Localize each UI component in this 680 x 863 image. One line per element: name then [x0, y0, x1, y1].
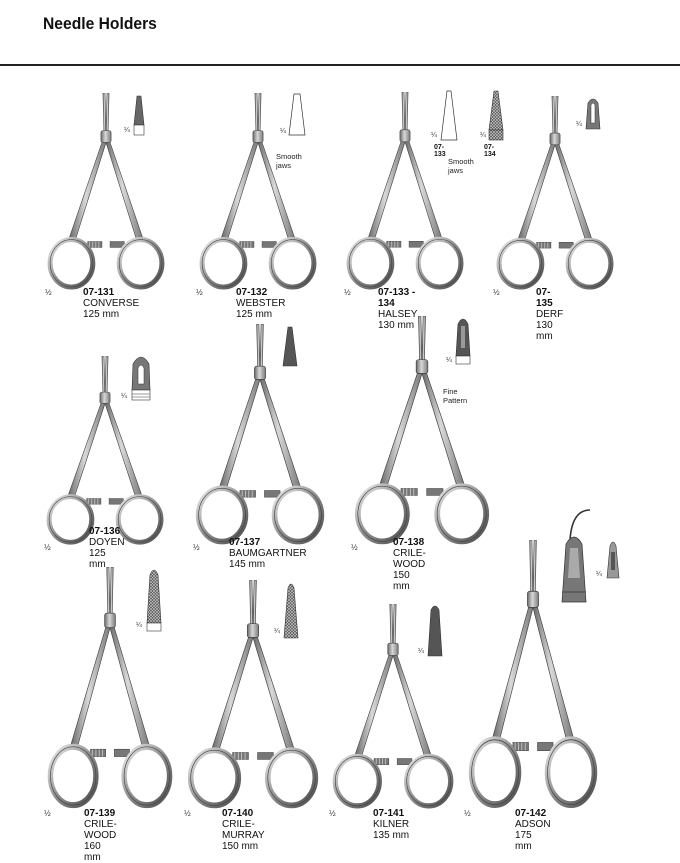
- needle-holder-icon: [193, 324, 327, 546]
- product-name: ADSON: [515, 819, 551, 830]
- product-size: 130 mm: [536, 320, 553, 342]
- tip-scale-label: ¼: [480, 132, 486, 139]
- jaw-tip-smooth-icon: [440, 90, 458, 141]
- product-code: 07-140: [222, 808, 254, 819]
- product-size: 125 mm: [83, 309, 120, 320]
- tip-code-label: 07-134: [484, 144, 496, 158]
- tip-code-label: 07-133: [434, 144, 446, 158]
- needle-holder-icon: [185, 580, 321, 810]
- product-size: 130 mm: [378, 320, 415, 331]
- jaw-tip-icon: [585, 98, 601, 130]
- needle-holder-icon: [45, 93, 167, 291]
- jaw-tip-icon: [146, 569, 162, 632]
- product-code: 07-136: [89, 526, 121, 537]
- product-caption: 07-137 BAUMGARTNER 145 mm: [229, 537, 307, 570]
- product-code: 07-135: [536, 287, 553, 309]
- jaw-tip-icon: [606, 541, 620, 579]
- scale-label: ½: [344, 288, 351, 297]
- product-name: HALSEY: [378, 309, 418, 320]
- page-title: Needle Holders: [43, 14, 157, 33]
- jaw-tip-icon: [283, 583, 299, 639]
- product-caption: 07-141 KILNER 135 mm: [373, 808, 409, 841]
- jaw-tip-icon: [133, 95, 145, 136]
- product-size: 125 mm: [89, 548, 106, 570]
- scale-label: ½: [464, 809, 471, 818]
- product-size: 175 mm: [515, 830, 532, 852]
- product-code: 07-131: [83, 287, 115, 298]
- jaw-tip-icon: [282, 326, 298, 367]
- scale-label: ½: [44, 809, 51, 818]
- product-size: 160 mm: [84, 841, 101, 863]
- tip-scale-label: ¼: [418, 648, 424, 655]
- product-name: CRILE-WOOD: [393, 548, 426, 570]
- scale-label: ½: [44, 543, 51, 552]
- jaw-note: Fine Pattern: [443, 387, 468, 405]
- scale-label: ½: [351, 543, 358, 552]
- product-caption: 07-132 WEBSTER 125 mm: [236, 287, 285, 320]
- scale-label: ½: [184, 809, 191, 818]
- tip-scale-label: ¼: [136, 622, 142, 629]
- product-name: CONVERSE: [83, 298, 140, 309]
- jaw-tip-icon: [455, 318, 471, 365]
- product-size: 125 mm: [236, 309, 273, 320]
- tip-scale-label: ¼: [274, 628, 280, 635]
- tip-scale-label: ¼: [576, 121, 582, 128]
- product-caption: 07-139 CRILE-WOOD 160 mm: [84, 808, 117, 863]
- jaw-tip-icon: [427, 605, 443, 657]
- tip-scale-label: ¼: [596, 571, 602, 578]
- tip-scale-label: ¼: [121, 393, 127, 400]
- product-code: 07-142: [515, 808, 547, 819]
- jaw-tip-serrated-icon: [488, 90, 504, 141]
- title-rule: [0, 64, 680, 66]
- product-code: 07-139: [84, 808, 116, 819]
- jaw-tip-icon: [288, 93, 306, 136]
- jaw-note: Smooth jaws: [448, 157, 474, 175]
- product-size: 135 mm: [373, 830, 410, 841]
- needle-holder-icon: [352, 316, 492, 546]
- jaw-note: Smooth jaws: [276, 152, 302, 170]
- product-name: CRILE-WOOD: [84, 819, 117, 841]
- product-code: 07-138: [393, 537, 425, 548]
- scale-label: ½: [196, 288, 203, 297]
- product-caption: 07-133 - 134 HALSEY 130 mm: [378, 287, 417, 331]
- scale-label: ½: [329, 809, 336, 818]
- product-name: KILNER: [373, 819, 410, 830]
- product-caption: 07-135 DERF 130 mm: [536, 287, 563, 342]
- scale-label: ½: [45, 288, 52, 297]
- tip-scale-label: ¼: [124, 127, 130, 134]
- product-caption: 07-136 DOYEN 125 mm: [89, 526, 125, 570]
- product-size: 150 mm: [222, 841, 259, 852]
- product-caption: 07-140 CRILE-MURRAY 150 mm: [222, 808, 265, 852]
- product-code: 07-141: [373, 808, 405, 819]
- tip-scale-label: ¼: [280, 128, 286, 135]
- product-name: CRILE-MURRAY: [222, 819, 265, 841]
- scale-label: ½: [193, 543, 200, 552]
- product-name: WEBSTER: [236, 298, 286, 309]
- product-code: 07-133 - 134: [378, 287, 416, 309]
- product-name: BAUMGARTNER: [229, 548, 307, 559]
- product-name: DOYEN: [89, 537, 125, 548]
- product-caption: 07-138 CRILE-WOOD 150 mm: [393, 537, 426, 592]
- product-name: DERF: [536, 309, 564, 320]
- jaw-with-needle-icon: [561, 509, 591, 603]
- product-code: 07-132: [236, 287, 268, 298]
- product-size: 145 mm: [229, 559, 266, 570]
- tip-scale-label: ¼: [431, 132, 437, 139]
- product-caption: 07-142 ADSON 175 mm: [515, 808, 551, 852]
- product-size: 150 mm: [393, 570, 410, 592]
- jaw-tip-icon: [131, 356, 151, 401]
- tip-scale-label: ¼: [446, 357, 452, 364]
- scale-label: ½: [493, 288, 500, 297]
- product-code: 07-137: [229, 537, 261, 548]
- product-caption: 07-131 CONVERSE 125 mm: [83, 287, 139, 320]
